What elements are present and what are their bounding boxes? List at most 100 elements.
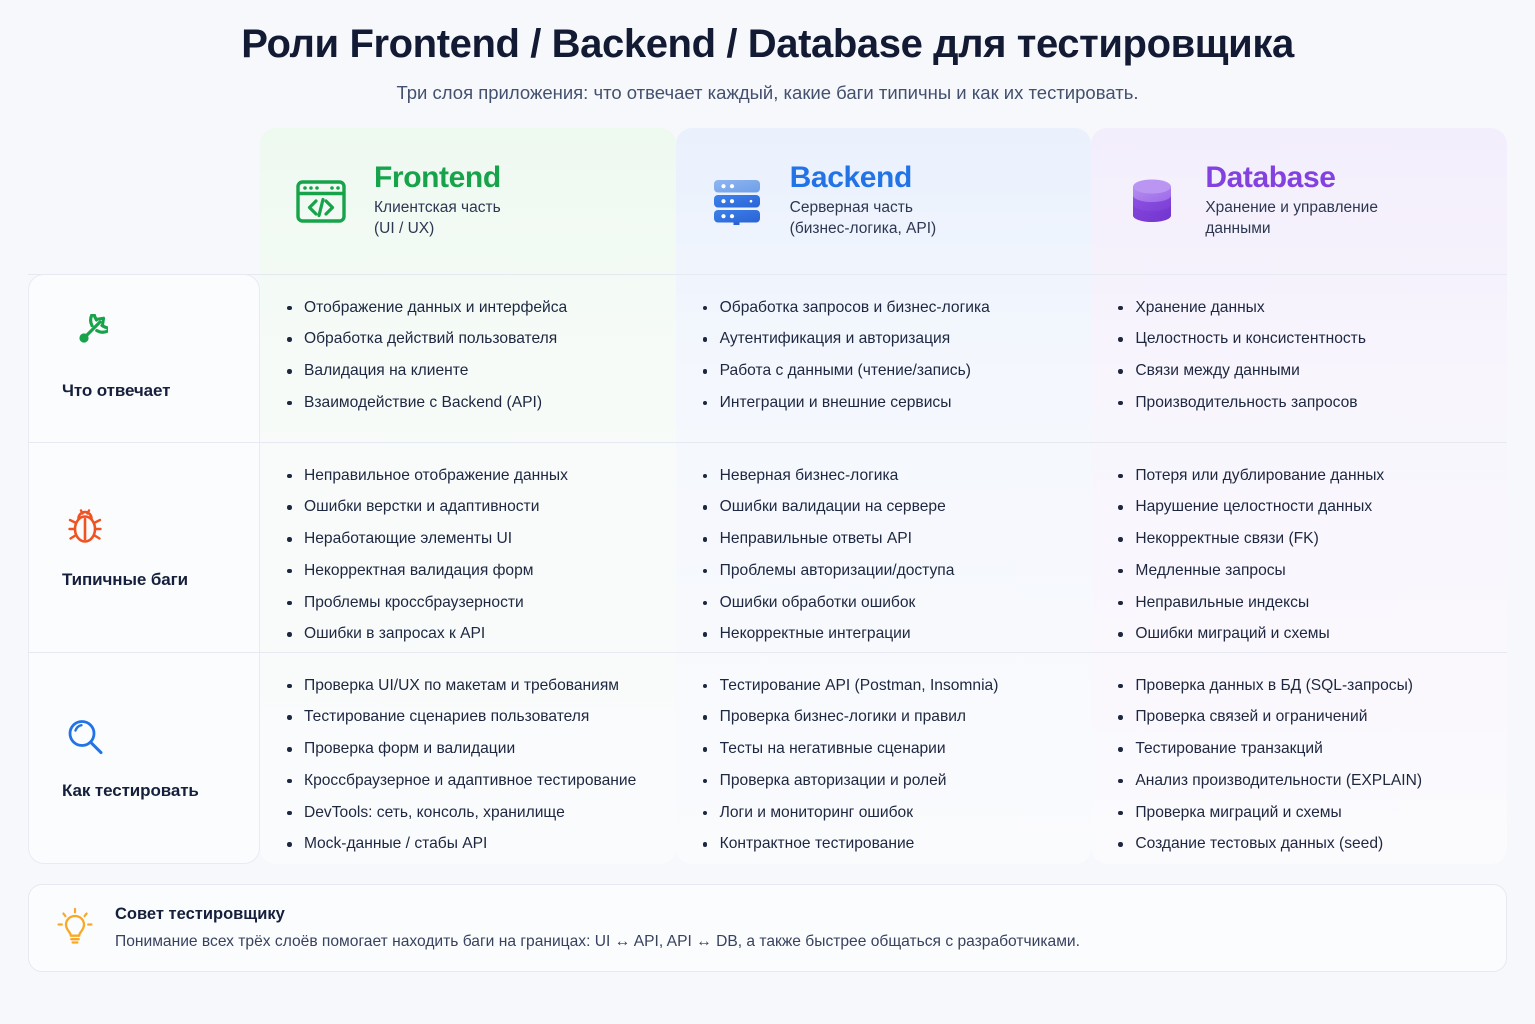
row-label-typical-bugs-text: Типичные баги [62,570,188,590]
column-title-database: Database [1205,161,1336,195]
row-divider [28,441,1507,443]
list-item: Mock-данные / стабы API [286,834,636,855]
list-item: Неверная бизнес-логика [702,466,955,487]
column-desc-backend: Серверная часть (бизнес-логика, API) [790,198,937,240]
list-item: Проблемы авторизации/доступа [702,561,954,582]
bullet-list: Тестирование API (Postman, Insomnia) Про… [702,676,999,855]
list-item: Неправильные ответы API [702,529,955,550]
column-header-database: Database Хранение и управление данными [1091,128,1507,274]
list-item: Проверка данных в БД (SQL-запросы) [1117,676,1422,697]
list-item: Проверка UI/UX по макетам и требованиям [286,676,636,697]
list-item: Контрактное тестирование [702,834,999,855]
column-desc-database-line1: Хранение и управление [1205,199,1378,217]
list-item: Целостность и консистентность [1117,329,1366,350]
column-header-frontend-text: Frontend Клиентская часть (UI / UX) [374,161,501,240]
cell-responsibility-database: Хранение данных Целостность и консистент… [1091,274,1507,442]
cell-testing-database: Проверка данных в БД (SQL-запросы) Прове… [1091,652,1507,864]
cell-responsibility-frontend: Отображение данных и интерфейса Обработк… [260,274,676,442]
column-header-database-text: Database Хранение и управление данными [1205,161,1378,240]
list-item: Кроссбраузерное и адаптивное тестировани… [286,771,636,792]
bullet-list: Хранение данных Целостность и консистент… [1117,298,1366,414]
list-item: Хранение данных [1117,298,1366,319]
list-item: Тестирование транзакций [1117,739,1422,760]
list-item: Проверка связей и ограничений [1117,707,1422,728]
list-item: Неработающие элементы UI [286,529,568,550]
list-item: Валидация на клиенте [286,361,567,382]
bug-icon [62,503,234,554]
list-item: Производительность запросов [1117,393,1366,414]
list-item: Проверка авторизации и ролей [702,771,999,792]
list-item: Некорректная валидация форм [286,561,568,582]
list-item: Ошибки валидации на сервере [702,497,955,518]
tip-card: Совет тестировщику Понимание всех трёх с… [28,883,1507,972]
list-item: Отображение данных и интерфейса [286,298,567,319]
comparison-grid: Frontend Клиентская часть (UI / UX) [28,127,1507,864]
bullet-list: Неправильное отображение данных Ошибки в… [286,466,568,645]
column-title-frontend: Frontend [374,161,501,195]
bullet-list: Проверка UI/UX по макетам и требованиям … [286,676,636,855]
grid-corner-spacer [28,128,260,274]
bullet-list: Потеря или дублирование данных Нарушение… [1117,466,1384,645]
list-item: Обработка действий пользователя [286,329,567,350]
code-window-icon [290,170,352,232]
list-item: Ошибки верстки и адаптивности [286,497,568,518]
row-divider [28,651,1507,653]
list-item: Работа с данными (чтение/запись) [702,361,990,382]
bullet-list: Отображение данных и интерфейса Обработк… [286,298,567,414]
list-item: DevTools: сеть, консоль, хранилище [286,803,636,824]
list-item: Анализ производительности (EXPLAIN) [1117,771,1422,792]
list-item: Логи и мониторинг ошибок [702,803,999,824]
list-item: Интеграции и внешние сервисы [702,393,990,414]
page-subtitle: Три слоя приложения: что отвечает каждый… [396,81,1139,103]
tip-body: Совет тестировщику Понимание всех трёх с… [115,905,1080,951]
list-item: Взаимодействие с Backend (API) [286,393,567,414]
magnifier-icon [62,714,234,765]
list-item: Связи между данными [1117,361,1366,382]
bullet-list: Проверка данных в БД (SQL-запросы) Прове… [1117,676,1422,855]
list-item: Обработка запросов и бизнес-логика [702,298,990,319]
column-desc-backend-line1: Серверная часть [789,199,913,217]
list-item: Проверка миграций и схемы [1117,803,1422,824]
column-title-backend: Backend [789,161,913,195]
list-item: Ошибки в запросах к API [286,624,568,645]
column-header-backend: Backend Серверная часть (бизнес-логика, … [676,128,1092,274]
column-desc-backend-line2: (бизнес-логика, API) [789,220,937,238]
column-desc-frontend-line1: Клиентская часть [374,199,501,217]
cell-bugs-frontend: Неправильное отображение данных Ошибки в… [260,442,676,652]
tip-title: Совет тестировщику [115,904,285,923]
list-item: Потеря или дублирование данных [1117,466,1384,487]
list-item: Ошибки обработки ошибок [702,593,955,614]
column-header-backend-text: Backend Серверная часть (бизнес-логика, … [790,161,937,240]
row-label-responsibility-text: Что отвечает [62,381,171,401]
list-item: Медленные запросы [1117,561,1384,582]
list-item: Проблемы кроссбраузерности [286,593,568,614]
cell-bugs-database: Потеря или дублирование данных Нарушение… [1091,442,1507,652]
bullet-list: Неверная бизнес-логика Ошибки валидации … [702,466,955,645]
server-rack-icon [706,170,768,232]
list-item: Некорректные связи (FK) [1117,529,1384,550]
list-item: Аутентификация и авторизация [702,329,990,350]
page-title: Роли Frontend / Backend / Database для т… [241,22,1294,66]
list-item: Нарушение целостности данных [1117,497,1384,518]
column-desc-database: Хранение и управление данными [1205,198,1378,240]
column-desc-frontend: Клиентская часть (UI / UX) [374,198,501,240]
cell-testing-backend: Тестирование API (Postman, Insomnia) Про… [676,652,1092,864]
cell-responsibility-backend: Обработка запросов и бизнес-логика Аутен… [676,274,1092,442]
cell-bugs-backend: Неверная бизнес-логика Ошибки валидации … [676,442,1092,652]
row-label-how-to-test-text: Как тестировать [62,781,199,801]
list-item: Некорректные интеграции [702,624,955,645]
database-cylinder-icon [1121,170,1183,232]
list-item: Проверка форм и валидации [286,739,636,760]
row-label-typical-bugs: Типичные баги [28,442,260,652]
list-item: Проверка бизнес-логики и правил [702,707,999,728]
list-item: Тесты на негативные сценарии [702,739,999,760]
row-label-responsibility: Что отвечает [28,274,260,442]
cell-testing-frontend: Проверка UI/UX по макетам и требованиям … [260,652,676,864]
row-label-how-to-test: Как тестировать [28,652,260,864]
list-item: Создание тестовых данных (seed) [1117,834,1422,855]
column-desc-frontend-line2: (UI / UX) [374,220,435,238]
list-item: Тестирование API (Postman, Insomnia) [702,676,998,697]
column-desc-database-line2: данными [1205,220,1271,238]
lightbulb-icon [55,906,95,950]
